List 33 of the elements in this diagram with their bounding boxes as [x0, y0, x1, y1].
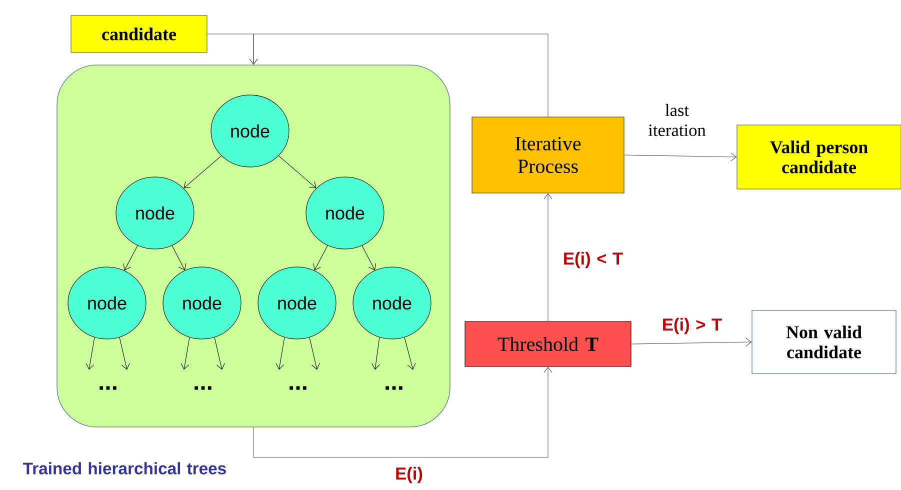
arrow [309, 337, 320, 370]
edge-label: E(i) < T [564, 252, 623, 268]
arrow [119, 337, 130, 370]
ellipsis-text: ... [386, 386, 402, 390]
edge-label: E(i) > T [663, 318, 722, 334]
input-box: candidate [70, 15, 208, 53]
arrow [276, 337, 285, 370]
arrow [86, 337, 95, 370]
process-box: Iterative Process [472, 116, 624, 194]
caption-text: Trained hierarchical trees [23, 462, 226, 474]
arrow [404, 337, 416, 370]
arrow [278, 156, 316, 188]
arrow [313, 245, 328, 270]
arrow [544, 193, 552, 322]
arrow [249, 34, 548, 117]
arrow [180, 337, 190, 370]
arrow [172, 245, 186, 270]
arrow [214, 337, 225, 370]
arrow [123, 245, 138, 270]
arrow [184, 156, 222, 188]
ellipsis-text: ... [100, 386, 116, 390]
arrow [362, 245, 376, 270]
arrow [631, 338, 752, 346]
result-box: Valid person candidate [736, 124, 901, 190]
threshold-box: Threshold T [464, 321, 632, 367]
result-box: Non valid candidate [752, 310, 896, 374]
edge-label: last iteration [648, 104, 706, 136]
arrow [372, 337, 380, 370]
edge-label: E(i) [396, 466, 422, 484]
arrow [253, 366, 552, 458]
ellipsis-text: ... [290, 386, 306, 390]
ellipsis-text: ... [194, 386, 212, 390]
arrow [624, 152, 737, 162]
